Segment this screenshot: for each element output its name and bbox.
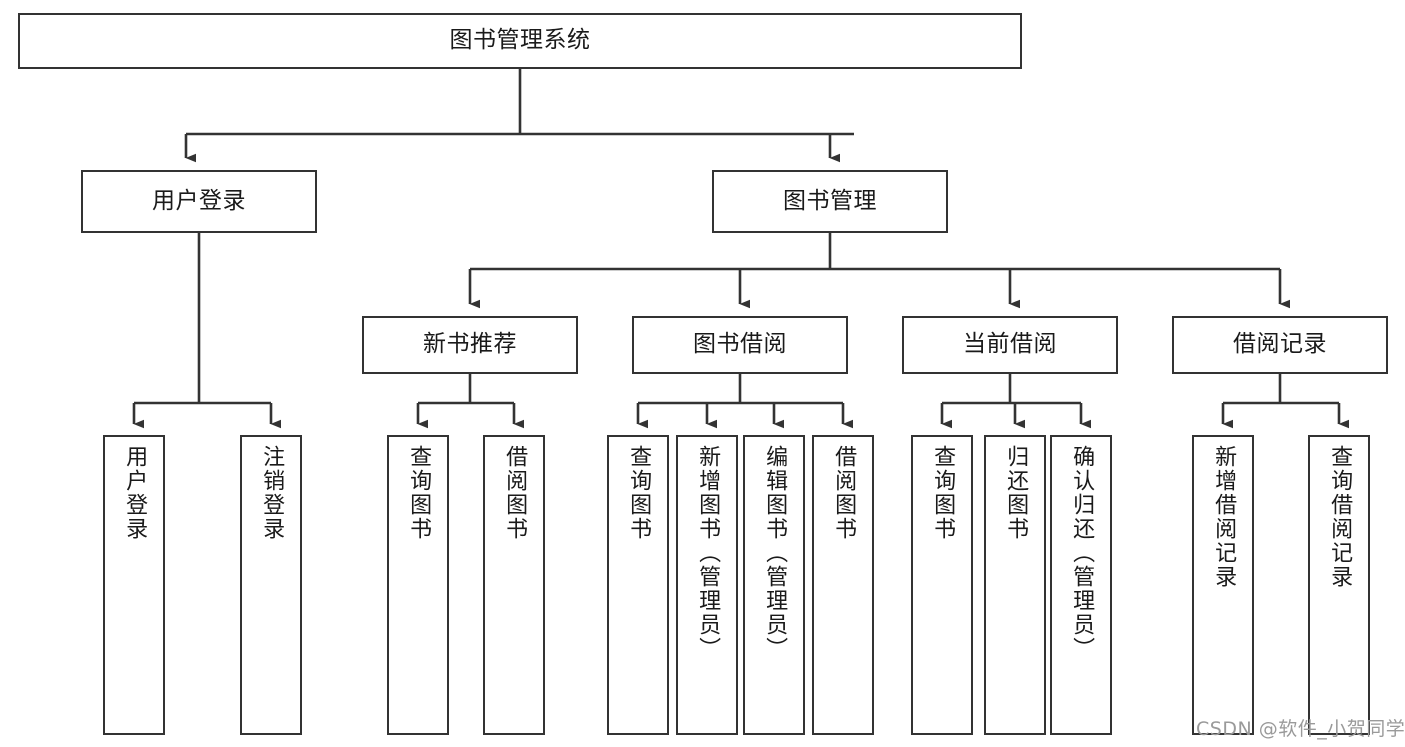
node-leaf-user-login-label: 用户登录	[122, 445, 148, 541]
node-leaf-query-book-2-label: 查询图书	[626, 445, 652, 541]
node-leaf-query-record-label: 查询借阅记录	[1327, 445, 1353, 589]
node-book-borrow[interactable]: 图书借阅	[632, 316, 848, 374]
node-borrow-record-label: 借阅记录	[1233, 331, 1327, 358]
node-leaf-return-book-label: 归还图书	[1003, 445, 1029, 541]
node-leaf-edit-book[interactable]: 编辑图书（管理员）	[743, 435, 805, 735]
node-leaf-add-record[interactable]: 新增借阅记录	[1192, 435, 1254, 735]
node-borrow-record[interactable]: 借阅记录	[1172, 316, 1388, 374]
node-leaf-confirm-return-label: 确认归还（管理员）	[1069, 445, 1095, 661]
node-leaf-add-book[interactable]: 新增图书（管理员）	[676, 435, 738, 735]
node-user-login[interactable]: 用户登录	[81, 170, 317, 233]
node-current-borrow[interactable]: 当前借阅	[902, 316, 1118, 374]
node-leaf-borrow-book-1-label: 借阅图书	[502, 445, 528, 541]
node-book-manage[interactable]: 图书管理	[712, 170, 948, 233]
node-leaf-logout-label: 注销登录	[259, 445, 285, 541]
node-leaf-edit-book-label: 编辑图书（管理员）	[762, 445, 788, 661]
node-leaf-add-book-label: 新增图书（管理员）	[695, 445, 721, 661]
node-leaf-add-record-label: 新增借阅记录	[1211, 445, 1237, 589]
node-leaf-query-book-1-label: 查询图书	[406, 445, 432, 541]
node-leaf-borrow-book-1[interactable]: 借阅图书	[483, 435, 545, 735]
node-book-borrow-label: 图书借阅	[693, 331, 787, 358]
node-root-system[interactable]: 图书管理系统	[18, 13, 1022, 69]
node-user-login-label: 用户登录	[152, 187, 246, 214]
node-leaf-query-book-3-label: 查询图书	[930, 445, 956, 541]
csdn-watermark: CSDN @软件_小贺同学	[1196, 718, 1405, 740]
node-leaf-user-login[interactable]: 用户登录	[103, 435, 165, 735]
node-leaf-return-book[interactable]: 归还图书	[984, 435, 1046, 735]
node-leaf-query-record[interactable]: 查询借阅记录	[1308, 435, 1370, 735]
node-leaf-borrow-book-2[interactable]: 借阅图书	[812, 435, 874, 735]
node-leaf-borrow-book-2-label: 借阅图书	[831, 445, 857, 541]
node-leaf-confirm-return[interactable]: 确认归还（管理员）	[1050, 435, 1112, 735]
node-book-manage-label: 图书管理	[783, 187, 877, 214]
node-leaf-query-book-3[interactable]: 查询图书	[911, 435, 973, 735]
node-root-system-label: 图书管理系统	[449, 27, 591, 54]
node-leaf-query-book-1[interactable]: 查询图书	[387, 435, 449, 735]
node-leaf-query-book-2[interactable]: 查询图书	[607, 435, 669, 735]
node-new-book-rec[interactable]: 新书推荐	[362, 316, 578, 374]
node-leaf-logout[interactable]: 注销登录	[240, 435, 302, 735]
node-new-book-rec-label: 新书推荐	[423, 331, 517, 358]
node-current-borrow-label: 当前借阅	[963, 331, 1057, 358]
